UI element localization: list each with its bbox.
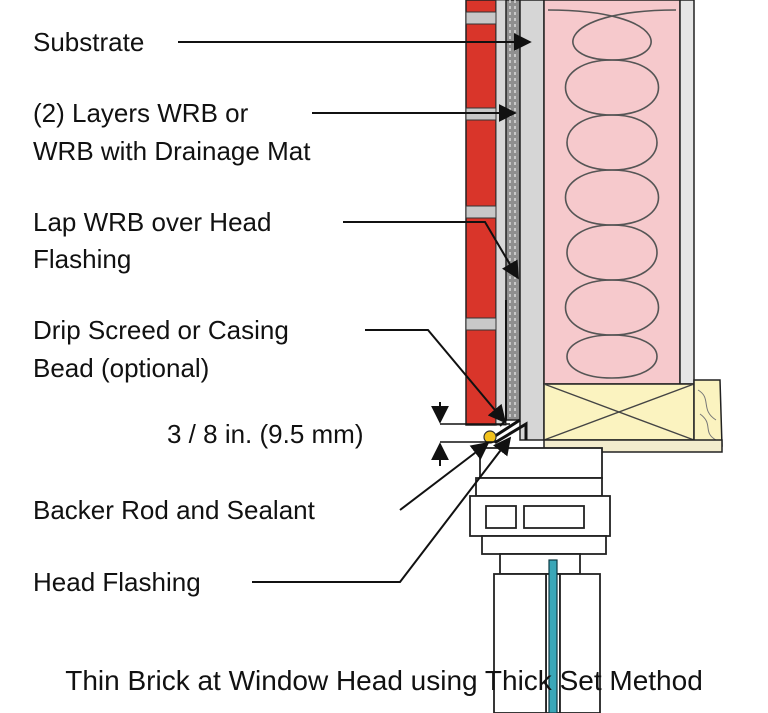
window-header-lumber	[543, 383, 695, 441]
dimension-marker	[431, 402, 510, 466]
batt-insulation	[543, 0, 681, 385]
label-lap-line1: Lap WRB over Head	[33, 207, 271, 237]
label-substrate: Substrate	[33, 27, 144, 57]
label-backer-rod: Backer Rod and Sealant	[33, 495, 316, 525]
label-dimension: 3 / 8 in. (9.5 mm)	[167, 419, 364, 449]
label-drip-line2: Bead (optional)	[33, 353, 209, 383]
leader-lines	[178, 33, 532, 583]
thin-brick-veneer	[465, 0, 507, 426]
label-wrb-line1: (2) Layers WRB or	[33, 98, 249, 128]
labels: Substrate (2) Layers WRB or WRB with Dra…	[33, 27, 703, 696]
interior-drywall	[679, 0, 695, 385]
label-drip-line1: Drip Screed or Casing	[33, 315, 289, 345]
substrate-sheathing	[519, 0, 545, 441]
label-lap-line2: Flashing	[33, 244, 131, 274]
window-glass	[548, 559, 558, 713]
label-head-flashing: Head Flashing	[33, 567, 201, 597]
wrb-layers	[505, 0, 521, 421]
diagram-caption: Thin Brick at Window Head using Thick Se…	[65, 665, 703, 696]
label-wrb-line2: WRB with Drainage Mat	[33, 136, 311, 166]
backer-rod-sealant	[483, 430, 497, 444]
